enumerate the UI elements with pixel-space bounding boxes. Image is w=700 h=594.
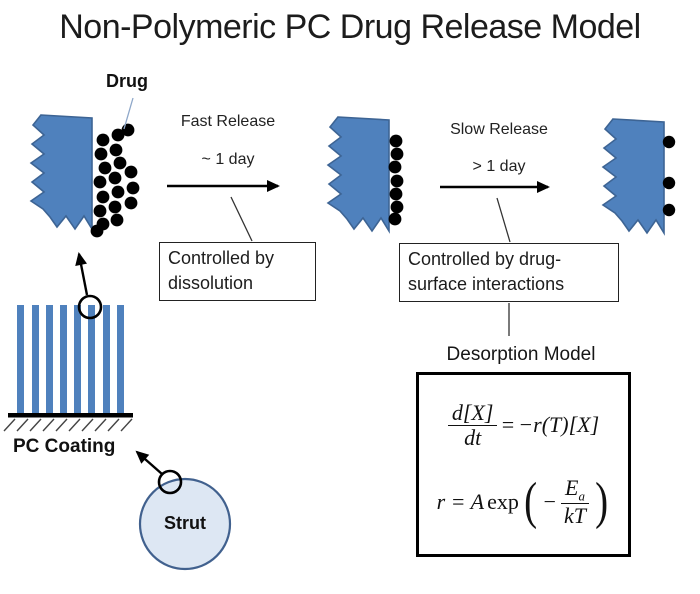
drug-dot-cluster-monolayer [388, 134, 404, 226]
substrate-line [8, 413, 133, 418]
pc-coating-label: PC Coating [13, 436, 116, 457]
drug-label: Drug [106, 71, 148, 91]
strut-stage-initial [30, 114, 93, 230]
dissolution-box: Controlled by dissolution [159, 242, 316, 301]
strut-stage-monolayer [327, 116, 390, 232]
substrate-hatching [3, 418, 133, 432]
fast-release-label: Fast Release [180, 113, 276, 130]
strut-to-coating-arrow [135, 450, 163, 475]
equation-arrhenius: r = A exp ( − Ea kT ) [436, 472, 609, 530]
interactions-callout-line [496, 197, 511, 243]
strut-stage-sparse [602, 118, 665, 234]
interactions-box: Controlled by drug-surface interactions [399, 243, 619, 302]
pc-coating-bars [17, 305, 124, 414]
equation-box: d[X] dt = −r(T)[X] r = A exp ( − Ea kT ) [416, 372, 631, 557]
strut-label: Strut [164, 513, 206, 533]
equation-rate: d[X] dt = −r(T)[X] [447, 400, 599, 450]
drug-leader-line [123, 97, 134, 130]
drug-dot-cluster-sparse [662, 135, 676, 217]
drug-dot-cluster-initial [90, 123, 140, 238]
fraction-dxdt: d[X] dt [447, 400, 498, 450]
fraction-ea-kt: Ea kT [560, 475, 590, 529]
dissolution-callout-line [230, 196, 253, 242]
fast-duration-label: ~ 1 day [201, 151, 255, 168]
slow-duration-label: > 1 day [472, 158, 526, 175]
slow-release-label: Slow Release [450, 121, 548, 138]
page-title: Non-Polymeric PC Drug Release Model [59, 8, 641, 46]
strut-circle [138, 477, 232, 571]
magnifier-circle-coating [77, 294, 103, 320]
desorption-model-title: Desorption Model [446, 344, 596, 365]
coating-to-strut-arrow [75, 252, 89, 296]
magnifier-circle-strut [157, 469, 183, 495]
